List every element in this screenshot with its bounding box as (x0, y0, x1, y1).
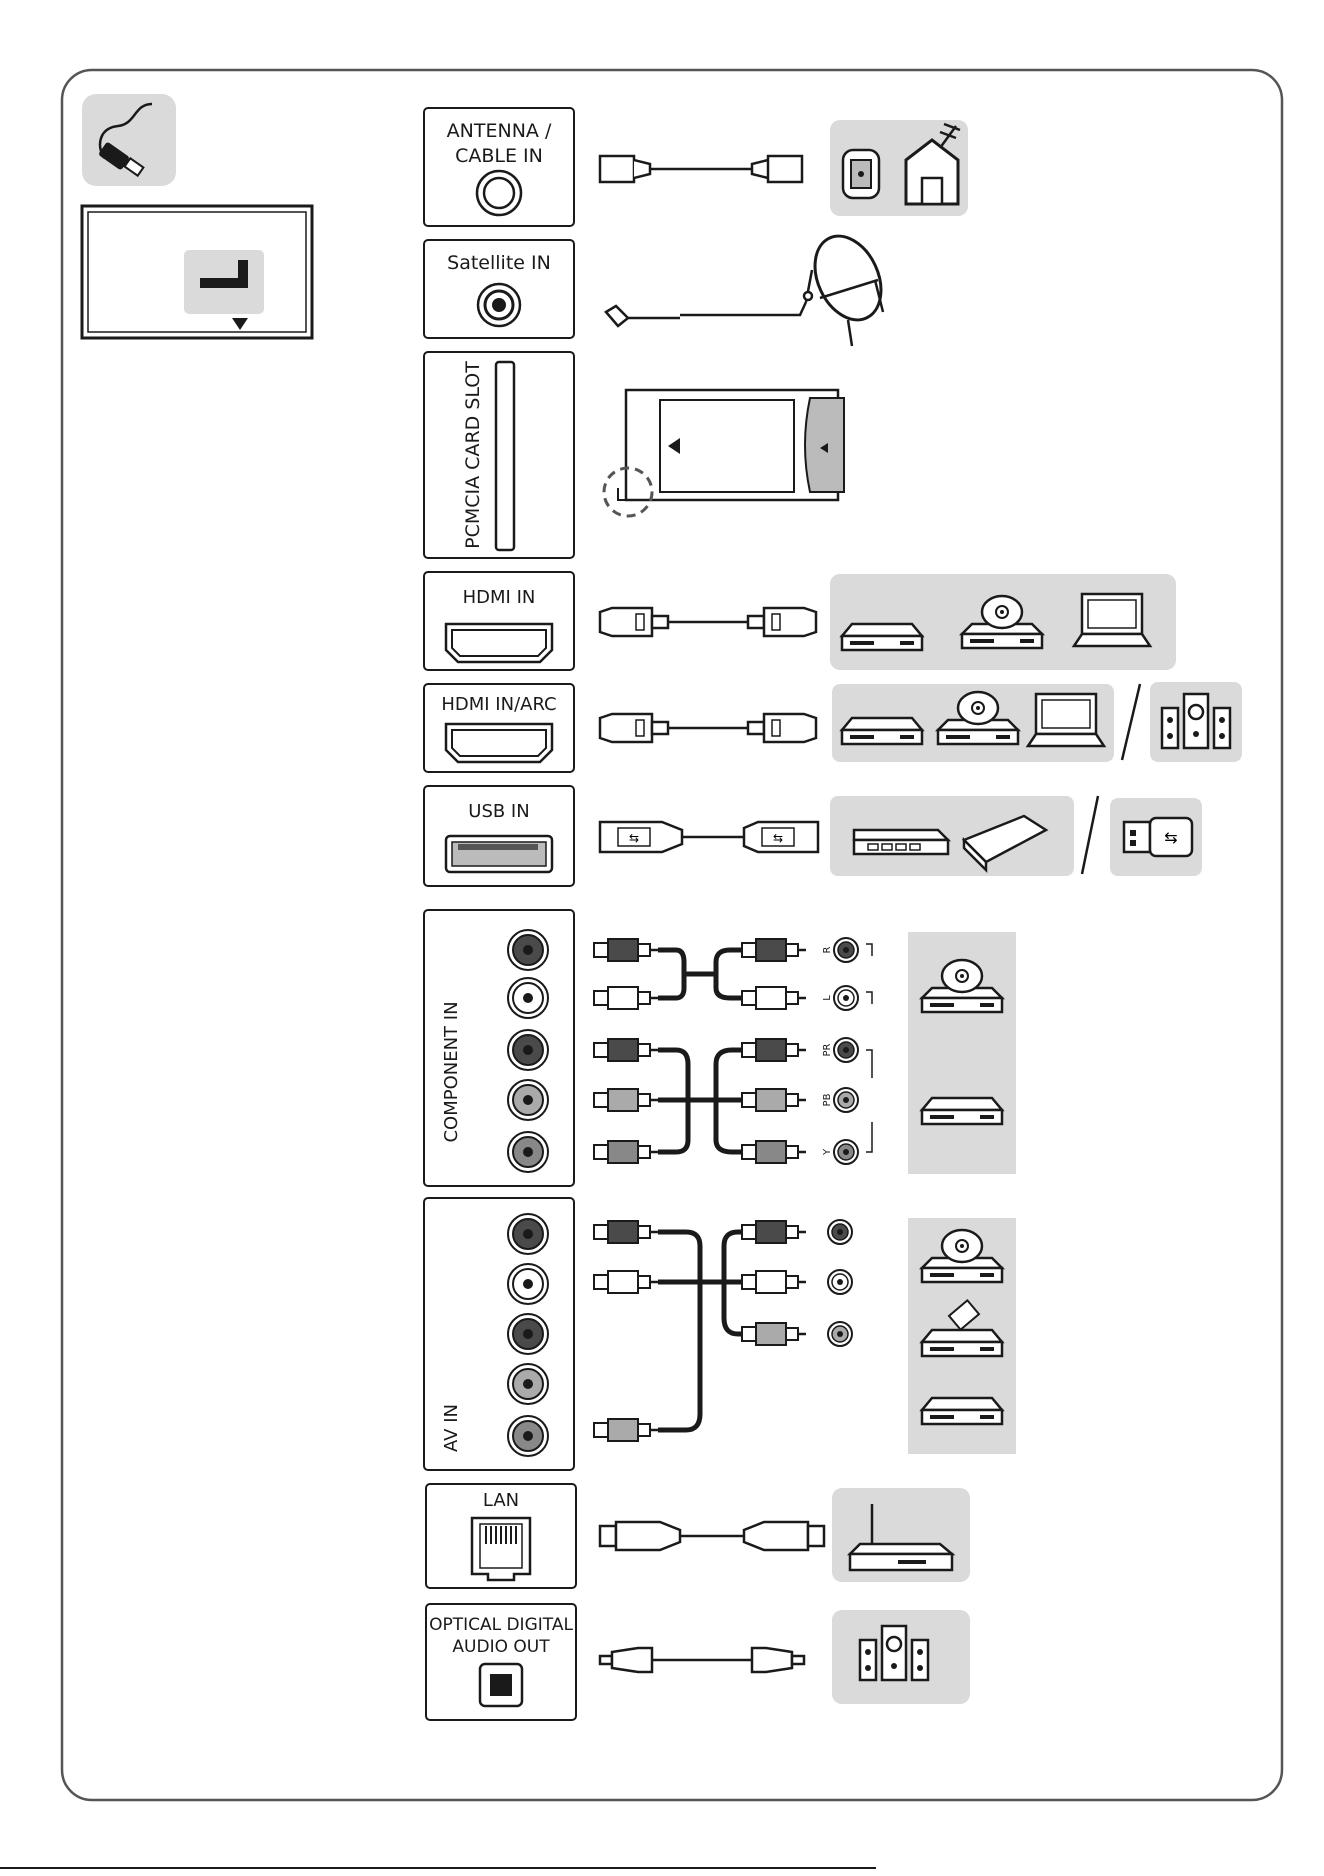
optical-port: OPTICAL DIGITAL AUDIO OUT (426, 1604, 576, 1720)
component-devices (908, 932, 1016, 1174)
hdmi-arc-label: HDMI IN/ARC (441, 694, 556, 715)
av-label: AV IN (441, 1404, 462, 1452)
component-label: COMPONENT IN (441, 1001, 462, 1142)
hdmi-label: HDMI IN (463, 587, 536, 608)
tv-back-panel-icon (82, 206, 312, 338)
optical-label: OPTICAL DIGITAL (429, 1615, 573, 1635)
router-icon (832, 1488, 970, 1582)
bluray-player-icon (842, 624, 922, 650)
hard-drive-icon (854, 830, 948, 854)
cable-icon (82, 94, 176, 186)
usb-label: USB IN (468, 801, 529, 822)
hdmi-port: HDMI IN (424, 572, 574, 670)
satellite-port: Satellite IN (424, 240, 574, 338)
svg-text:⇆: ⇆ (773, 831, 783, 845)
usb-port: USB IN (424, 786, 574, 886)
hdmi-source-devices (830, 574, 1176, 670)
hdmi-arc-port: HDMI IN/ARC (424, 684, 574, 772)
svg-text:⇆: ⇆ (629, 831, 639, 845)
av-devices (908, 1218, 1016, 1454)
svg-text:⇆: ⇆ (1164, 828, 1177, 847)
bluray-player-icon (842, 718, 922, 744)
ci-module-icon (604, 390, 844, 516)
l-label: L (822, 995, 833, 1001)
laptop-icon (1074, 594, 1150, 646)
house-antenna-icon (830, 120, 968, 216)
speaker-system-icon (832, 1610, 970, 1704)
antenna-cable-port: ANTENNA / CABLE IN (424, 108, 574, 226)
satellite-label: Satellite IN (447, 252, 551, 274)
pb-label: PB (822, 1093, 833, 1106)
antenna-label: ANTENNA / (447, 120, 552, 142)
r-label: R (822, 946, 833, 953)
laptop-icon (1028, 694, 1104, 746)
lan-port: LAN (426, 1484, 576, 1588)
bluray-player-icon (922, 1398, 1002, 1424)
pr-label: PR (822, 1043, 833, 1056)
antenna-label-line2: CABLE IN (455, 145, 543, 167)
component-port: COMPONENT IN (424, 910, 574, 1186)
pcmcia-port: PCMCIA CARD SLOT (424, 352, 574, 558)
lan-label: LAN (483, 1490, 519, 1511)
usb-stick-icon: ⇆ (1124, 818, 1192, 856)
bluray-player-icon (922, 1098, 1002, 1124)
optical-label-line2: AUDIO OUT (452, 1637, 550, 1657)
pcmcia-label: PCMCIA CARD SLOT (462, 361, 484, 549)
hdmi-arc-devices (832, 682, 1242, 762)
av-port: AV IN (424, 1198, 574, 1470)
usb-devices: ⇆ (830, 796, 1202, 876)
y-label: Y (822, 1148, 833, 1156)
